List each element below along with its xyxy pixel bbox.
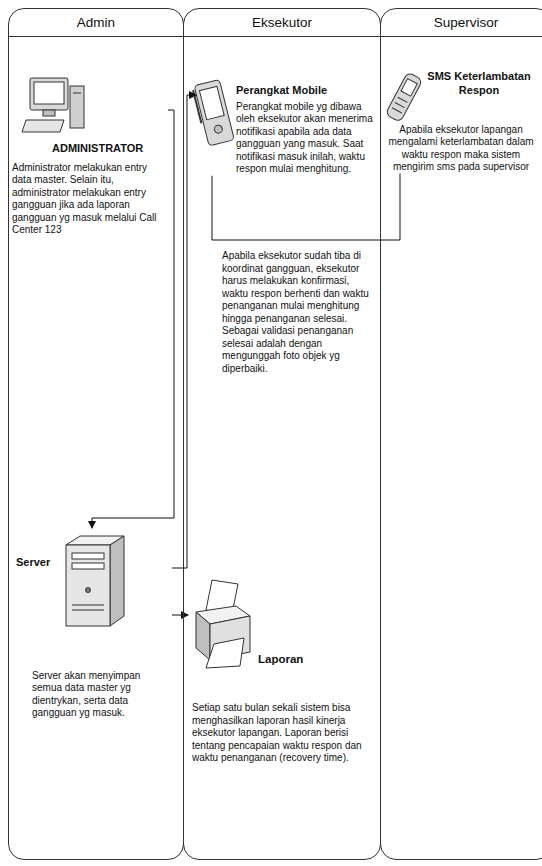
device-button <box>213 124 223 134</box>
cellphone-icon <box>385 72 423 122</box>
vent-line <box>72 605 104 606</box>
process-node: Perangkat MobilePerangkat mobile yg diba… <box>196 78 376 176</box>
phone-screen <box>401 79 417 97</box>
connector <box>172 95 196 568</box>
computer-icon <box>22 78 84 132</box>
phone-body <box>385 72 423 122</box>
process-node: ADMINISTRATOR Administrator melakukan ent… <box>12 70 168 237</box>
vent-line <box>72 610 104 611</box>
node-heading: Perangkat Mobile <box>196 84 376 98</box>
node-heading: ADMINISTRATOR <box>12 142 168 156</box>
printer-side <box>196 612 210 660</box>
note-text: Apabila eksekutor sudah tiba di koordina… <box>222 250 374 375</box>
lane-title: Eksekutor <box>184 9 380 37</box>
screen <box>34 82 64 104</box>
mobile-device-icon <box>192 80 234 147</box>
keyboard <box>22 120 64 132</box>
node-text: Administrator melakukan entry data maste… <box>12 162 168 237</box>
monitor <box>30 78 68 110</box>
server-icon <box>66 536 124 626</box>
swimlane: SupervisorSMS Keterlambatan ResponApabil… <box>380 8 542 860</box>
device-screen <box>199 86 224 119</box>
node-text: Setiap satu bulan sekali sistem bisa men… <box>188 702 376 765</box>
tower <box>70 86 84 128</box>
paper-out <box>206 638 244 668</box>
connector <box>172 615 188 616</box>
phone-keys <box>392 108 402 113</box>
drive-slot <box>73 93 81 94</box>
monitor-stand <box>43 110 55 116</box>
node-heading: Laporan <box>188 652 376 666</box>
server-side <box>110 536 124 626</box>
node-heading: Server <box>12 556 172 570</box>
device-body <box>194 80 234 146</box>
connector <box>212 174 400 241</box>
swimlane: EksekutorPerangkat MobilePerangkat mobil… <box>183 8 381 860</box>
phone-keys <box>398 97 408 102</box>
lane-title: Supervisor <box>381 9 542 37</box>
swimlane: AdminADMINISTRATOR Administrator melakuka… <box>8 8 184 860</box>
node-text: Apabila eksekutor lapangan mengalami ket… <box>384 124 538 174</box>
server-front <box>66 545 110 626</box>
lane-title: Admin <box>9 9 183 37</box>
phone-keys <box>395 102 405 107</box>
process-node: ServerServer akan menyimpan semua data m… <box>12 528 172 720</box>
printer-icon <box>196 580 250 668</box>
process-node: LaporanSetiap satu bulan sekali sistem b… <box>188 580 376 765</box>
node-text: Server akan menyimpan semua data master … <box>12 670 172 720</box>
node-heading: SMS Keterlambatan Respon <box>384 70 538 98</box>
node-text: Perangkat mobile yg dibawa oleh eksekuto… <box>196 101 376 176</box>
process-node: SMS Keterlambatan ResponApabila eksekuto… <box>384 68 538 174</box>
drive-bay <box>72 553 104 559</box>
drive-bay <box>72 563 104 569</box>
power-light <box>86 588 91 593</box>
